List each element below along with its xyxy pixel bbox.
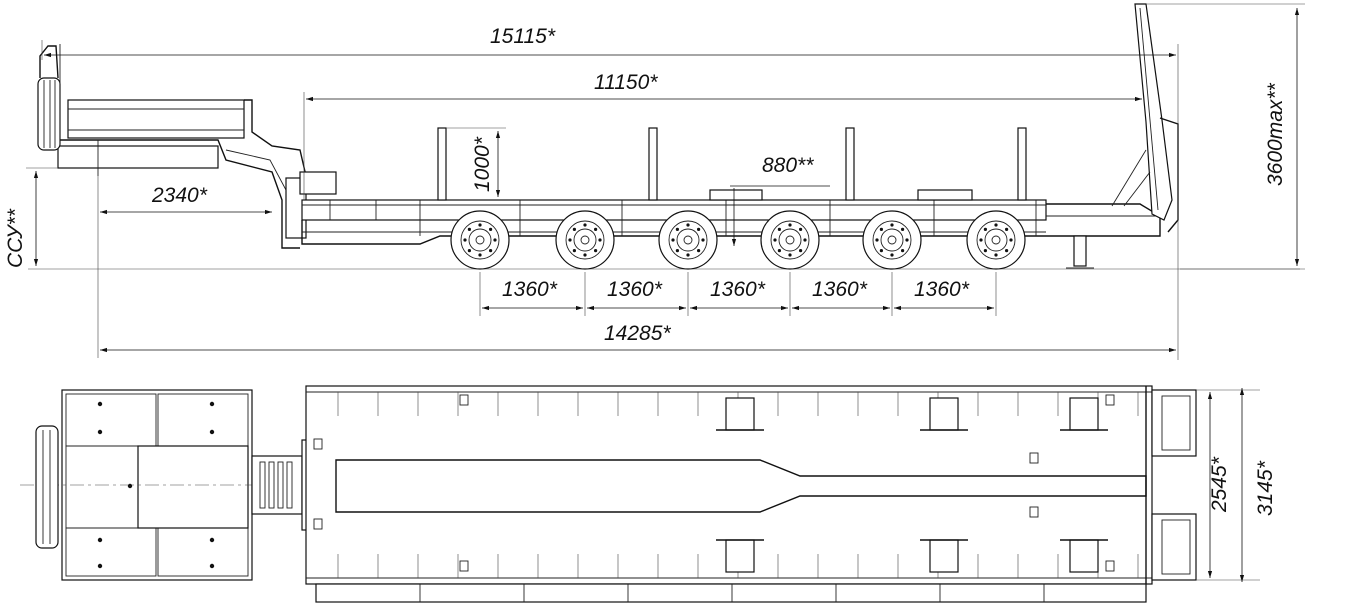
wheel bbox=[862, 210, 922, 270]
bolt bbox=[209, 537, 215, 543]
gooseneck-top bbox=[20, 389, 337, 581]
axle-spacing-dims: 1360* 1360* 1360* 1360* 1360* bbox=[479, 272, 997, 316]
ramp-raised bbox=[1134, 3, 1173, 221]
kingpin-offset-label: 2340* bbox=[151, 184, 208, 207]
lashing-point bbox=[313, 518, 323, 530]
load-pad bbox=[709, 189, 763, 201]
dimensions-side: 15115* 11150* 3600max** 1000* 2340* ССУ*… bbox=[4, 3, 1305, 360]
lashing-point bbox=[1105, 394, 1115, 406]
lashing-point bbox=[313, 438, 323, 450]
dimensions-top: 2545* 3145* bbox=[1196, 388, 1277, 582]
axle-spacing-label: 1360* bbox=[502, 278, 558, 301]
lashing-point bbox=[459, 560, 469, 572]
wheel bbox=[658, 210, 718, 270]
load-pads bbox=[313, 394, 1115, 573]
platform-length-label: 11150* bbox=[594, 71, 658, 94]
side-rail-divisions bbox=[419, 584, 1045, 602]
bolt bbox=[97, 563, 103, 569]
fifth-wheel-height-label: ССУ** bbox=[4, 208, 27, 268]
bolt bbox=[209, 429, 215, 435]
top-view: 2545* 3145* bbox=[20, 385, 1277, 603]
axle-group bbox=[450, 210, 1026, 270]
load-pad-top bbox=[1060, 539, 1108, 573]
stake bbox=[1017, 127, 1027, 201]
platform-top bbox=[305, 385, 1197, 603]
spare-wheel bbox=[37, 77, 61, 151]
axle-spacing-label: 1360* bbox=[607, 278, 663, 301]
axle-spacing-label: 1360* bbox=[914, 278, 970, 301]
load-pad-top bbox=[716, 539, 764, 573]
outer-width-label: 3145* bbox=[1254, 460, 1277, 516]
axle-spacing-label: 1360* bbox=[710, 278, 766, 301]
height-max-label: 3600max** bbox=[1264, 82, 1287, 186]
wheel bbox=[555, 210, 615, 270]
load-pad-top bbox=[920, 539, 968, 573]
gooseneck-deck bbox=[67, 99, 245, 139]
wheel bbox=[450, 210, 510, 270]
ramp-right bbox=[1151, 513, 1197, 581]
load-pad-top bbox=[716, 397, 764, 431]
bolt bbox=[127, 483, 133, 489]
stake bbox=[845, 127, 855, 201]
bolt bbox=[209, 401, 215, 407]
wheelbase-label: 14285* bbox=[604, 322, 671, 345]
lashing-point bbox=[1029, 452, 1039, 464]
bolt bbox=[209, 563, 215, 569]
load-pad bbox=[917, 189, 973, 201]
support-leg bbox=[1073, 235, 1087, 267]
stakes bbox=[437, 127, 1027, 201]
bolts bbox=[97, 401, 215, 569]
spare-wheel-top bbox=[35, 425, 59, 549]
inner-width-label: 2545* bbox=[1208, 456, 1231, 513]
bolt bbox=[97, 429, 103, 435]
stake bbox=[437, 127, 447, 201]
load-pad-top bbox=[1060, 397, 1108, 431]
side-view: 15115* 11150* 3600max** 1000* 2340* ССУ*… bbox=[4, 3, 1305, 360]
wheel bbox=[760, 210, 820, 270]
rear-ramp bbox=[1046, 3, 1179, 269]
lashing-point bbox=[1105, 560, 1115, 572]
bolt bbox=[97, 537, 103, 543]
gooseneck-frame bbox=[57, 145, 219, 169]
neck-plan bbox=[251, 455, 303, 515]
lashing-point bbox=[1029, 506, 1039, 518]
lashing-point bbox=[459, 394, 469, 406]
load-pad-top bbox=[920, 397, 968, 431]
ramp-left bbox=[1151, 389, 1197, 457]
bolt bbox=[97, 401, 103, 407]
stake-height-label: 1000* bbox=[471, 136, 494, 192]
cross-members bbox=[329, 200, 1037, 236]
side-rail bbox=[315, 583, 1147, 603]
neck-grille bbox=[259, 461, 293, 509]
stake bbox=[648, 127, 658, 201]
gooseneck bbox=[37, 44, 337, 249]
wheel bbox=[966, 210, 1026, 270]
axle-spacing-label: 1360* bbox=[812, 278, 868, 301]
gap-label: 880** bbox=[762, 154, 814, 177]
overall-length-label: 15115* bbox=[490, 25, 556, 48]
